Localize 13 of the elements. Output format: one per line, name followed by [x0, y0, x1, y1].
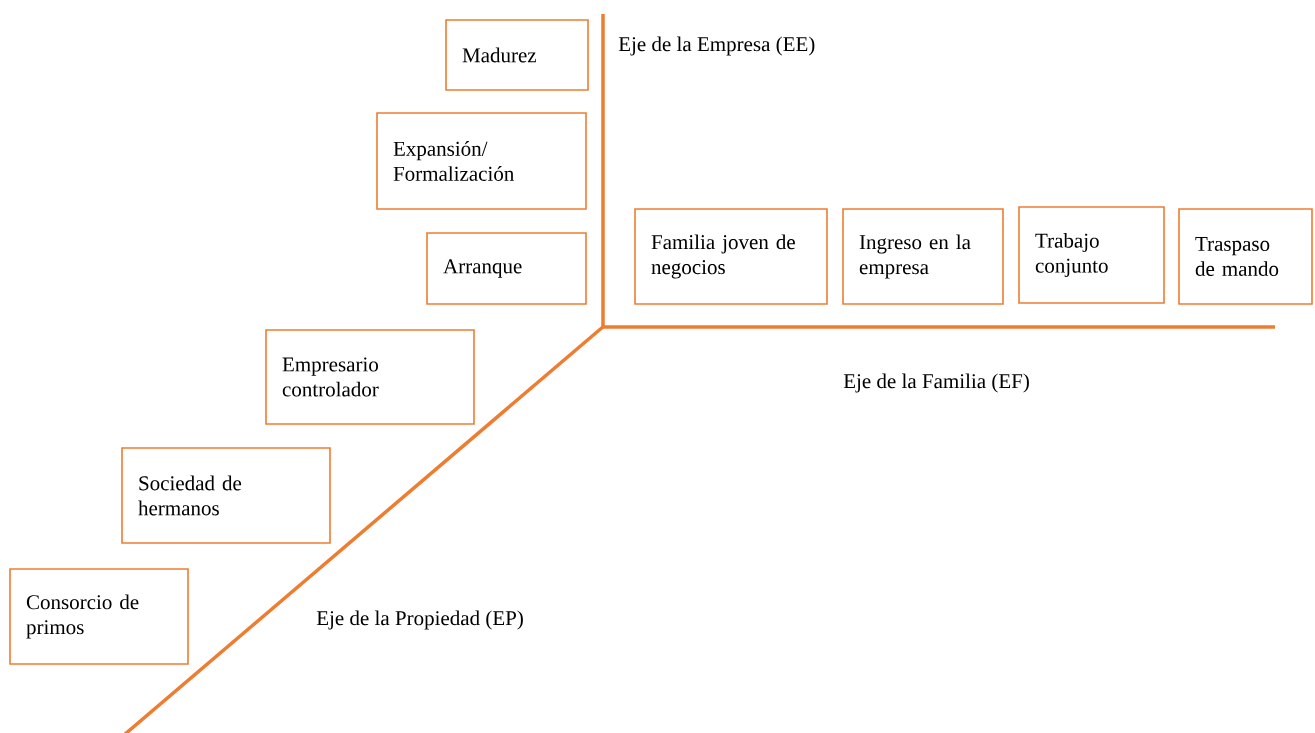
stage-box: Traspaso de mando	[1178, 208, 1313, 305]
stage-box: Sociedad de hermanos	[121, 447, 331, 544]
axis-label: Eje de la Familia (EF)	[843, 373, 1029, 393]
axis-label: Eje de la Propiedad (EP)	[316, 610, 523, 630]
stage-box: Trabajo conjunto	[1018, 206, 1165, 304]
stage-box: Expansión/ Formalización	[376, 112, 587, 210]
stage-box: Empresario controlador	[265, 329, 475, 425]
stage-box: Ingreso en la empresa	[842, 208, 1004, 305]
stage-box: Consorcio de primos	[9, 568, 189, 665]
stage-box: Familia joven de negocios	[634, 208, 828, 305]
axis-label: Eje de la Empresa (EE)	[618, 36, 815, 56]
stage-box: Madurez	[445, 19, 589, 91]
stage-box: Arranque	[426, 232, 587, 305]
